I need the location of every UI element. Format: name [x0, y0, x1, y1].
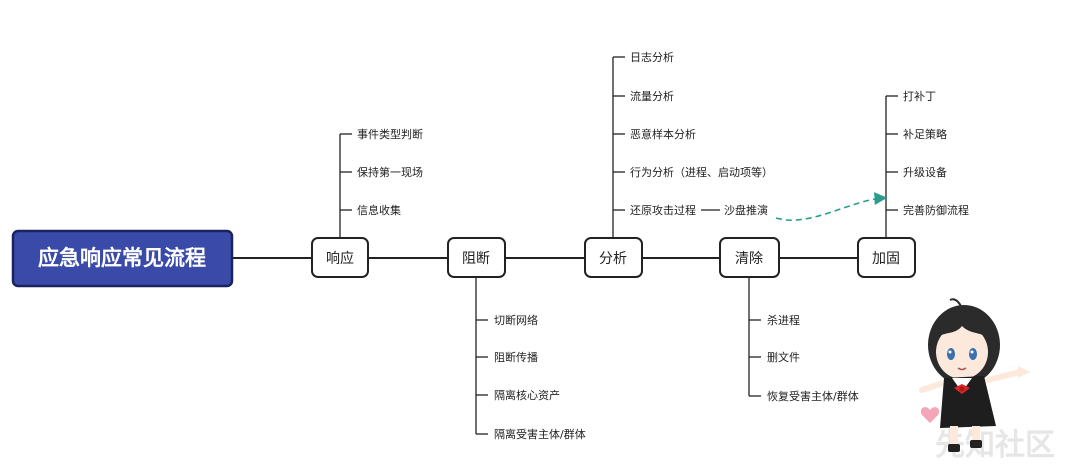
leaf-item: 阻断传播 — [494, 350, 538, 364]
leaf-item: 升级设备 — [903, 165, 947, 179]
stage-label: 阻断 — [462, 251, 490, 267]
heart-icon — [920, 407, 940, 423]
leaf-item: 信息收集 — [357, 203, 401, 217]
leaf-item: 隔离受害主体/群体 — [494, 427, 586, 441]
stage-node-eradicate: 清除 — [719, 237, 780, 278]
leaf-item: 行为分析（进程、启动项等） — [630, 165, 773, 179]
stage-node-analysis: 分析 — [584, 237, 643, 278]
root-node: 应急响应常见流程 — [11, 229, 234, 288]
chibi-character-illustration — [919, 298, 1030, 452]
leaf-item: 切断网络 — [494, 313, 538, 327]
leaf-item: 隔离核心资产 — [494, 388, 560, 402]
leaf-item: 完善防御流程 — [903, 203, 969, 217]
leaf-item: 补足策略 — [903, 127, 947, 141]
leaf-item: 还原攻击过程 — [630, 203, 696, 217]
leaf-item: 删文件 — [767, 350, 800, 364]
stage-label: 加固 — [872, 251, 900, 267]
stage-label: 响应 — [326, 250, 354, 267]
dashed-link-arrow — [775, 192, 888, 221]
stage-node-harden: 加固 — [857, 237, 916, 278]
leaf-item: 事件类型判断 — [357, 127, 423, 141]
stage-node-response: 响应 — [311, 237, 369, 278]
branch-lines — [339, 56, 898, 435]
root-label: 应急响应常见流程 — [38, 246, 206, 270]
leaf-item: 恢复受害主体/群体 — [767, 389, 859, 403]
leaf-item: 日志分析 — [630, 50, 674, 64]
stage-label: 清除 — [735, 251, 763, 267]
leaf-item: 保持第一现场 — [357, 165, 423, 179]
stage-node-block: 阻断 — [447, 237, 506, 278]
leaf-item: 杀进程 — [767, 313, 800, 327]
sub-leaf-item: 沙盘推演 — [724, 203, 768, 217]
leaf-item: 恶意样本分析 — [630, 127, 696, 141]
leaf-item: 流量分析 — [630, 89, 674, 103]
stage-label: 分析 — [599, 251, 627, 267]
leaf-item: 打补丁 — [903, 89, 936, 103]
